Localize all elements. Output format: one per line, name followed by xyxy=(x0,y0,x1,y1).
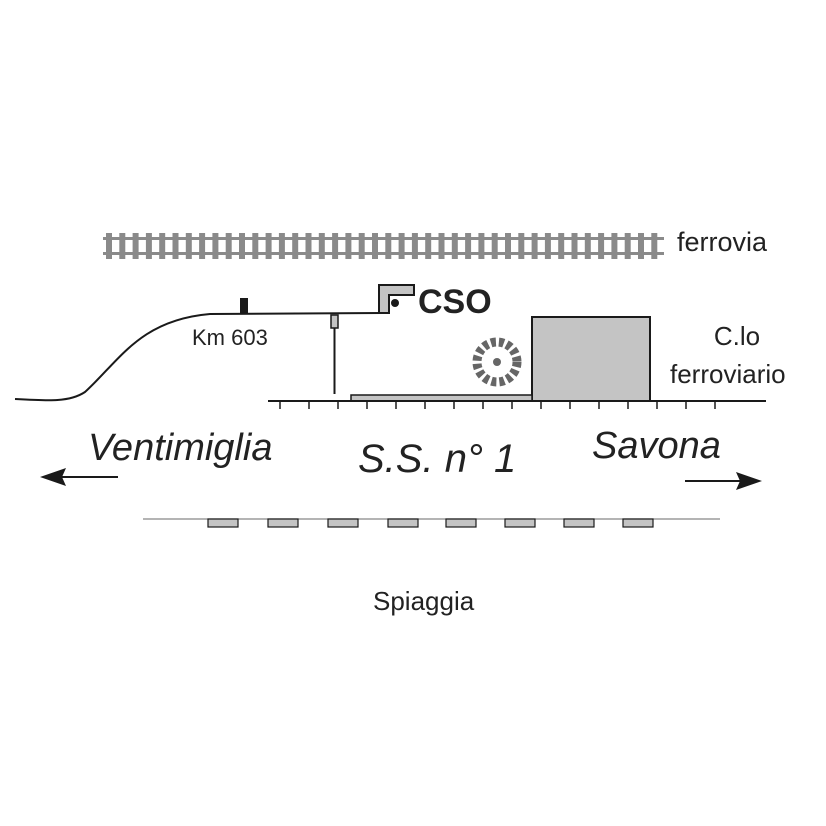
track-sleeper xyxy=(385,233,392,259)
yard-label-line2: ferroviario xyxy=(670,359,786,389)
beach-marker xyxy=(622,518,654,528)
track-sleeper xyxy=(611,233,618,259)
beach-marker xyxy=(327,518,359,528)
track-sleeper xyxy=(358,233,365,259)
beach-marker xyxy=(445,518,477,528)
track-sleeper xyxy=(199,233,206,259)
track-sleeper xyxy=(465,233,472,259)
track-sleeper xyxy=(544,233,551,259)
track-sleeper xyxy=(185,233,192,259)
west-label: Ventimiglia xyxy=(88,427,272,469)
track-sleeper xyxy=(584,233,591,259)
track-sleeper xyxy=(159,233,166,259)
track-sleeper xyxy=(624,233,631,259)
track-sleeper xyxy=(172,233,179,259)
beach-marker xyxy=(563,518,595,528)
cso-dot-icon xyxy=(391,299,399,307)
track-sleeper xyxy=(278,233,285,259)
km-label: Km 603 xyxy=(192,325,268,350)
beach-marker xyxy=(504,518,536,528)
track-sleeper xyxy=(292,233,299,259)
railway-label: ferrovia xyxy=(677,227,768,257)
track-sleeper xyxy=(651,233,658,259)
railway-yard-building xyxy=(531,316,651,402)
track-sleeper xyxy=(518,233,525,259)
track-sleeper xyxy=(106,233,112,259)
track-sleeper xyxy=(305,233,312,259)
track-sleeper xyxy=(225,233,232,259)
km-marker xyxy=(240,298,248,313)
track-sleeper xyxy=(558,233,565,259)
beach-label: Spiaggia xyxy=(373,586,475,616)
track-sleeper xyxy=(145,233,152,259)
track-sleeper xyxy=(332,233,339,259)
track-sleeper xyxy=(132,233,139,259)
track-sleeper xyxy=(318,233,325,259)
beach-marker xyxy=(207,518,239,528)
track-sleeper xyxy=(252,233,259,259)
track-sleeper xyxy=(571,233,578,259)
track-sleeper xyxy=(491,233,498,259)
track-sleeper xyxy=(345,233,352,259)
track-sleeper xyxy=(638,233,644,259)
track-sleeper xyxy=(505,233,511,259)
yard-label-line1: C.lo xyxy=(714,321,760,351)
track-sleeper xyxy=(265,233,272,259)
track-sleeper xyxy=(598,233,605,259)
track-sleeper xyxy=(212,233,219,259)
coast-road-line xyxy=(14,312,389,402)
track-sleeper xyxy=(411,233,418,259)
cso-bracket-icon xyxy=(378,284,415,314)
track-sleeper xyxy=(119,233,126,259)
track-sleeper xyxy=(398,233,405,259)
track-sleeper xyxy=(478,233,485,259)
track-sleeper xyxy=(531,233,538,259)
track-sleeper xyxy=(425,233,432,259)
beach-markers xyxy=(207,518,654,528)
track-sleeper xyxy=(451,233,458,259)
road-label: S.S. n° 1 xyxy=(358,437,516,481)
cso-label: CSO xyxy=(418,283,492,321)
track-sleeper xyxy=(239,233,245,259)
signal-post xyxy=(330,314,339,329)
arrow-left-icon xyxy=(40,468,118,486)
beach-marker xyxy=(267,518,299,528)
beach-marker xyxy=(387,518,419,528)
track-sleeper xyxy=(372,233,378,259)
east-label: Savona xyxy=(592,425,721,467)
road-edge-ticks xyxy=(279,401,716,409)
arrow-right-icon xyxy=(685,472,762,490)
track-sleeper xyxy=(438,233,445,259)
shrub-icon xyxy=(472,337,522,387)
railway-track xyxy=(103,233,664,259)
